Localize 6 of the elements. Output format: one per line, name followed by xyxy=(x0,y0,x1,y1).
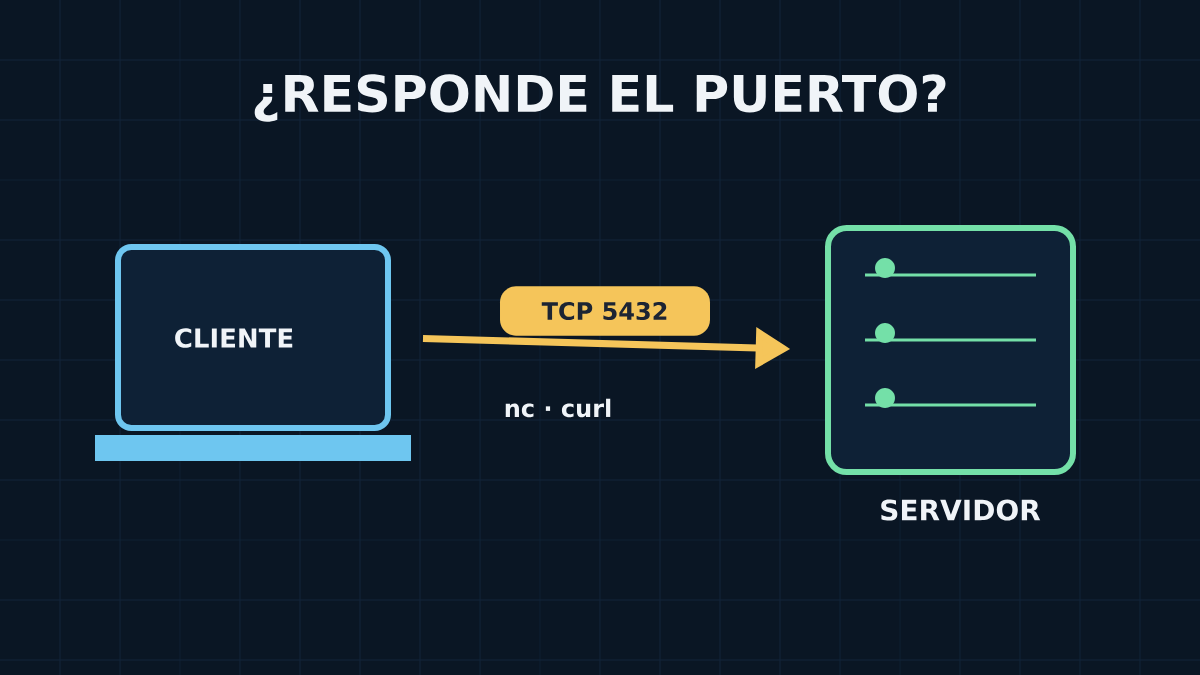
tool-names: nc · curl xyxy=(505,398,611,418)
laptop-drawing: CLIENTE xyxy=(95,244,411,461)
server-drawing: SERVIDOR xyxy=(825,225,1076,521)
edge-label: TCP 5432 xyxy=(500,286,710,336)
node-label: SERVIDOR xyxy=(881,499,1041,521)
title: ¿RESPONDE EL PUERTO? xyxy=(254,74,946,122)
